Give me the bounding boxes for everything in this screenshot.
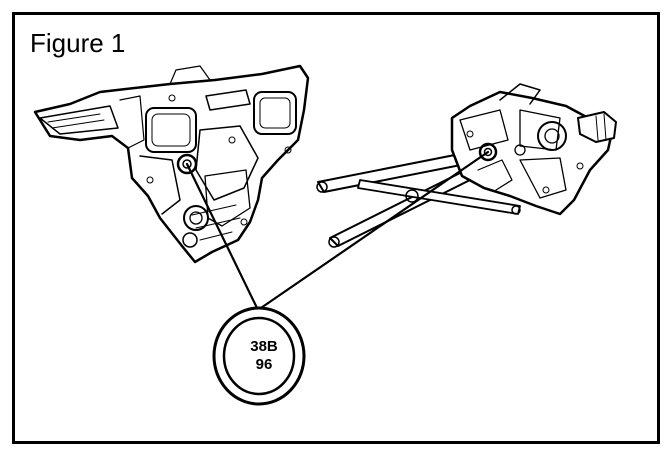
callout-line-1: 38B (250, 338, 278, 355)
left-regulator-panel (33, 64, 310, 264)
figure-title: Figure 1 (30, 28, 126, 58)
right-regulator-assembly (316, 83, 617, 248)
callout-badge (212, 306, 306, 406)
figure-frame (12, 12, 660, 444)
leader-line-right (256, 150, 490, 312)
callout-line-2: 96 (255, 356, 273, 373)
leader-line-left (185, 162, 260, 312)
callout-label: 38B 96 (229, 338, 299, 374)
